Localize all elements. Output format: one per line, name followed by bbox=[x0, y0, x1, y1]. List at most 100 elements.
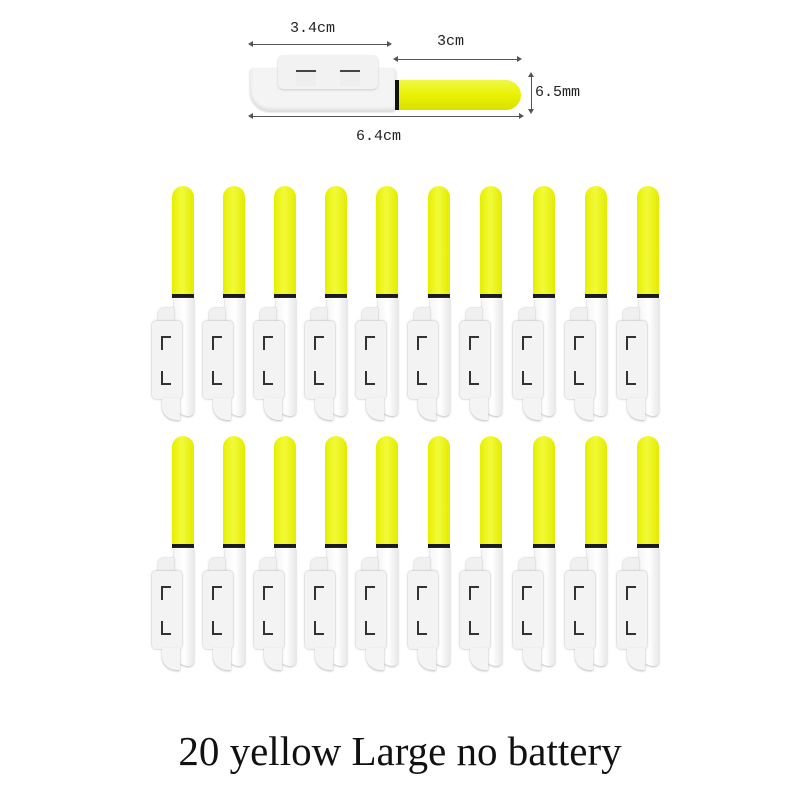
stick-band bbox=[223, 294, 245, 298]
light-stick bbox=[250, 436, 310, 676]
stick-hook bbox=[623, 558, 639, 572]
clip-window bbox=[314, 371, 324, 385]
stick-tail bbox=[523, 398, 541, 420]
clip-window bbox=[469, 371, 479, 385]
stick-tail bbox=[264, 648, 282, 670]
stick-tail bbox=[162, 648, 180, 670]
clip-window bbox=[417, 371, 427, 385]
clip-window bbox=[365, 371, 375, 385]
stick-light bbox=[428, 436, 450, 546]
stick-light bbox=[223, 436, 245, 546]
stick-hook bbox=[311, 558, 327, 572]
light-stick bbox=[301, 436, 361, 676]
stick-hook bbox=[571, 558, 587, 572]
clip-window bbox=[263, 586, 273, 600]
stick-light bbox=[585, 186, 607, 296]
sample-clip-window bbox=[340, 70, 360, 86]
stick-light bbox=[480, 186, 502, 296]
stick-clip bbox=[356, 321, 386, 399]
stick-tail bbox=[315, 398, 333, 420]
stick-clip bbox=[203, 571, 233, 649]
sample-stick-light bbox=[399, 80, 521, 110]
stick-hook bbox=[260, 308, 276, 322]
stick-clip bbox=[203, 321, 233, 399]
stick-band bbox=[428, 544, 450, 548]
stick-tail bbox=[213, 648, 231, 670]
stick-clip bbox=[460, 321, 490, 399]
clip-window bbox=[417, 336, 427, 350]
stick-hook bbox=[209, 308, 225, 322]
stick-light bbox=[172, 186, 194, 296]
clip-window bbox=[574, 371, 584, 385]
stick-tail bbox=[162, 398, 180, 420]
stick-band bbox=[533, 294, 555, 298]
stick-clip bbox=[356, 571, 386, 649]
stick-clip bbox=[617, 321, 647, 399]
clip-window bbox=[522, 586, 532, 600]
stick-hook bbox=[260, 558, 276, 572]
stick-hook bbox=[158, 308, 174, 322]
stick-clip bbox=[408, 571, 438, 649]
stick-clip bbox=[254, 321, 284, 399]
clip-window bbox=[417, 621, 427, 635]
stick-light bbox=[376, 436, 398, 546]
clip-window bbox=[161, 371, 171, 385]
stick-light bbox=[274, 436, 296, 546]
stick-hook bbox=[623, 308, 639, 322]
clip-window bbox=[161, 336, 171, 350]
stick-light bbox=[637, 436, 659, 546]
light-stick bbox=[199, 436, 259, 676]
stick-clip bbox=[513, 321, 543, 399]
stick-light bbox=[533, 436, 555, 546]
light-stick bbox=[613, 186, 673, 426]
stick-light bbox=[376, 186, 398, 296]
stick-light bbox=[637, 186, 659, 296]
clip-window bbox=[212, 371, 222, 385]
diameter-label: 6.5mm bbox=[535, 84, 581, 101]
light-stick bbox=[561, 186, 621, 426]
clip-window bbox=[626, 336, 636, 350]
light-stick bbox=[613, 436, 673, 676]
light-stick bbox=[456, 186, 516, 426]
light-stick bbox=[404, 436, 464, 676]
stick-tail bbox=[213, 398, 231, 420]
clip-window bbox=[161, 586, 171, 600]
light-stick bbox=[352, 186, 412, 426]
sample-stick-band bbox=[395, 80, 399, 110]
stick-hook bbox=[209, 558, 225, 572]
light-stick bbox=[148, 436, 208, 676]
stick-tail bbox=[470, 398, 488, 420]
clip-window bbox=[574, 621, 584, 635]
stick-band bbox=[274, 544, 296, 548]
clip-window bbox=[574, 336, 584, 350]
light-length-arrow bbox=[393, 56, 522, 62]
light-stick bbox=[352, 436, 412, 676]
clip-window bbox=[365, 336, 375, 350]
stick-band bbox=[325, 294, 347, 298]
stick-band bbox=[637, 294, 659, 298]
clip-window bbox=[626, 371, 636, 385]
light-stick bbox=[404, 186, 464, 426]
stick-tail bbox=[470, 648, 488, 670]
light-stick bbox=[199, 186, 259, 426]
stick-tail bbox=[315, 648, 333, 670]
light-stick bbox=[301, 186, 361, 426]
stick-hook bbox=[466, 558, 482, 572]
stick-band bbox=[172, 544, 194, 548]
diameter-arrow bbox=[528, 72, 534, 114]
stick-tail bbox=[523, 648, 541, 670]
stick-band bbox=[325, 544, 347, 548]
clip-window bbox=[263, 621, 273, 635]
stick-hook bbox=[362, 308, 378, 322]
clip-window bbox=[469, 586, 479, 600]
clip-window bbox=[417, 586, 427, 600]
stick-band bbox=[223, 544, 245, 548]
stick-band bbox=[533, 544, 555, 548]
stick-band bbox=[376, 294, 398, 298]
stick-band bbox=[274, 294, 296, 298]
clip-window bbox=[365, 586, 375, 600]
stick-tail bbox=[627, 648, 645, 670]
stick-hook bbox=[158, 558, 174, 572]
stick-hook bbox=[311, 308, 327, 322]
stick-tail bbox=[627, 398, 645, 420]
